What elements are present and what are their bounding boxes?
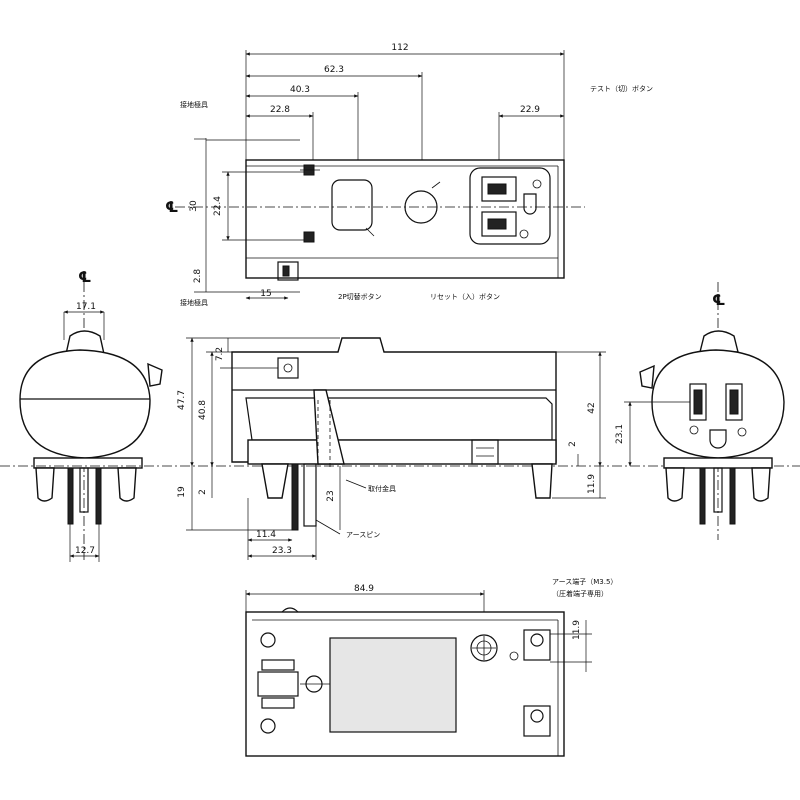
dim-2-right: 2 [568, 441, 578, 447]
dim-23: 23 [326, 490, 336, 501]
label-earth-terminal-note: （圧着端子専用） [552, 589, 608, 598]
dim-62-3: 62.3 [324, 65, 344, 75]
dim-47-7: 47.7 [177, 390, 187, 410]
label-ground-terminal-bottom: 接地極具 [180, 298, 208, 307]
2p-button-top [331, 179, 373, 231]
dim-40-3: 40.3 [290, 85, 310, 95]
dim-22-4: 22.4 [213, 196, 223, 216]
dim-11-9-bottom: 11.9 [572, 620, 582, 640]
dim-11-4: 11.4 [256, 530, 276, 540]
bottom-label-plate [329, 637, 457, 733]
dim-11-9-right: 11.9 [587, 474, 597, 494]
label-test-button: テスト（切）ボタン [590, 84, 653, 93]
centerline-right: ℄ [712, 291, 725, 309]
label-2p-button: 2P切替ボタン [338, 292, 382, 301]
right-body [651, 349, 785, 459]
label-reset-button: リセット（入）ボタン [430, 292, 500, 301]
dim-12-7: 12.7 [75, 546, 95, 556]
earth-terminal-bottom [470, 634, 498, 662]
dim-19: 19 [177, 486, 187, 498]
right-side-view: ℄ 23.1 [615, 282, 785, 540]
dim-23-3: 23.3 [272, 546, 292, 556]
dim-2: 2 [198, 489, 208, 495]
dim-7-2: 7.2 [215, 347, 225, 361]
dim-22-9: 22.9 [520, 105, 540, 115]
dim-22-8: 22.8 [270, 105, 290, 115]
centerline-left: ℄ [78, 268, 91, 286]
left-body [19, 349, 151, 459]
label-ground-terminal-top: 接地極具 [180, 100, 208, 109]
centerline-top: ℄ [165, 198, 178, 216]
reset-button-top [404, 190, 438, 224]
receptacle-top [469, 167, 551, 245]
label-mounting-bracket: 取付金具 [368, 484, 396, 493]
top-view: 112 62.3 40.3 22.8 22.9 ℄ 30 22.4 2.8 15… [165, 43, 653, 307]
left-side-view: ℄ 17.1 12.7 [19, 268, 163, 562]
dim-30: 30 [189, 200, 199, 212]
dim-112: 112 [391, 43, 408, 53]
dim-23-1: 23.1 [615, 424, 625, 444]
label-earth-terminal: アース端子（M3.5） [552, 577, 617, 586]
bottom-view: 84.9 11.9 アース端子（M3.5） （圧着端子専用） [245, 577, 617, 757]
dim-15: 15 [260, 289, 271, 299]
dim-17-1: 17.1 [76, 302, 96, 312]
dim-40-8: 40.8 [198, 400, 208, 420]
dim-42: 42 [587, 402, 597, 413]
dim-84-9: 84.9 [354, 584, 374, 594]
label-earth-pin: アースピン [346, 531, 380, 539]
dim-2-8: 2.8 [193, 269, 203, 284]
front-view: 47.7 40.8 7.2 19 2 11.4 23.3 23 42 2 11.… [177, 337, 606, 560]
